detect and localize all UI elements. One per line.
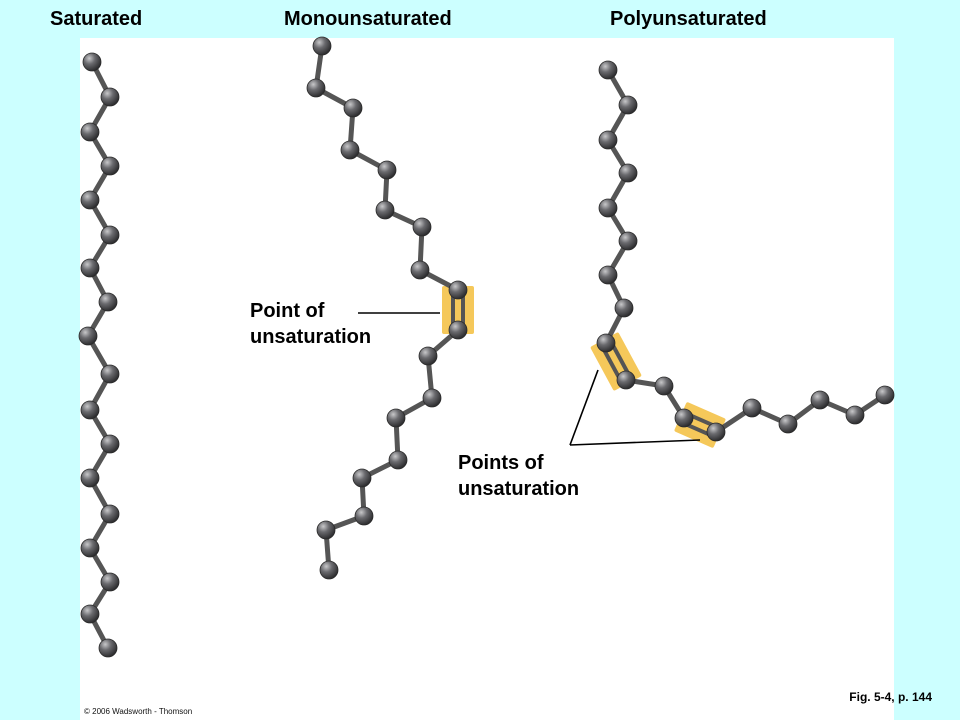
points-of-unsaturation-label: Points of unsaturation <box>458 450 579 502</box>
carbon-atom <box>100 504 120 524</box>
carbon-atom <box>100 572 120 592</box>
carbon-atom <box>706 422 726 442</box>
carbon-atom <box>375 200 395 220</box>
carbon-atom <box>98 638 118 658</box>
carbon-atom <box>80 258 100 278</box>
carbon-atom <box>100 434 120 454</box>
carbon-atom <box>616 370 636 390</box>
saturated-heading: Saturated <box>50 8 143 30</box>
carbon-atom <box>82 52 102 72</box>
callout-leader-line <box>569 439 701 446</box>
carbon-atom <box>352 468 372 488</box>
carbon-atom <box>312 36 332 56</box>
callout-leader-line <box>569 369 599 446</box>
carbon-atom <box>810 390 830 410</box>
carbon-atom <box>377 160 397 180</box>
callout-line-1: Point of <box>250 300 325 322</box>
carbon-atom <box>448 280 468 300</box>
carbon-atom <box>388 450 408 470</box>
carbon-atom <box>100 364 120 384</box>
carbon-atom <box>654 376 674 396</box>
figure-reference: Fig. 5-4, p. 144 <box>849 690 932 704</box>
polyunsaturated-heading: Polyunsaturated <box>610 8 767 30</box>
carbon-atom <box>618 95 638 115</box>
carbon-atom <box>319 560 339 580</box>
point-of-unsaturation-label: Point of unsaturation <box>250 298 371 350</box>
callout-line-1: Points of <box>458 452 544 474</box>
carbon-atom <box>343 98 363 118</box>
carbon-atom <box>674 408 694 428</box>
carbon-atom <box>80 122 100 142</box>
carbon-atom <box>80 604 100 624</box>
carbon-atom <box>618 231 638 251</box>
carbon-atom <box>316 520 336 540</box>
copyright-notice: © 2006 Wadsworth - Thomson <box>84 707 193 716</box>
carbon-atom <box>845 405 865 425</box>
carbon-atom <box>448 320 468 340</box>
callout-line-2: unsaturation <box>458 478 580 500</box>
carbon-atom <box>598 265 618 285</box>
carbon-atom <box>422 388 442 408</box>
carbon-atom <box>306 78 326 98</box>
chain-bonds <box>85 43 888 651</box>
diagram-panel <box>80 38 894 720</box>
carbon-atom <box>98 292 118 312</box>
carbon-atom <box>386 408 406 428</box>
carbon-atom <box>100 225 120 245</box>
carbon-atom <box>100 87 120 107</box>
carbon-atom <box>80 190 100 210</box>
carbon-atom <box>598 198 618 218</box>
callout-line-2: unsaturation <box>250 326 372 348</box>
carbon-atom <box>598 60 618 80</box>
carbon-atom <box>340 140 360 160</box>
carbon-atom <box>614 298 634 318</box>
carbon-atom <box>875 385 895 405</box>
carbon-atom <box>80 400 100 420</box>
carbon-atom <box>778 414 798 434</box>
carbon-atom <box>78 326 98 346</box>
carbon-atom <box>418 346 438 366</box>
carbon-atom <box>598 130 618 150</box>
carbon-atom <box>100 156 120 176</box>
carbon-atom <box>410 260 430 280</box>
carbon-atom <box>596 333 616 353</box>
carbon-atom <box>354 506 374 526</box>
carbon-atoms <box>78 36 895 658</box>
carbon-atom <box>742 398 762 418</box>
double-bond-highlight <box>442 286 474 334</box>
callout-leader-lines <box>358 312 701 446</box>
carbon-atom <box>618 163 638 183</box>
carbon-atom <box>412 217 432 237</box>
carbon-atom <box>80 538 100 558</box>
monounsaturated-heading: Monounsaturated <box>284 8 452 30</box>
carbon-atom <box>80 468 100 488</box>
